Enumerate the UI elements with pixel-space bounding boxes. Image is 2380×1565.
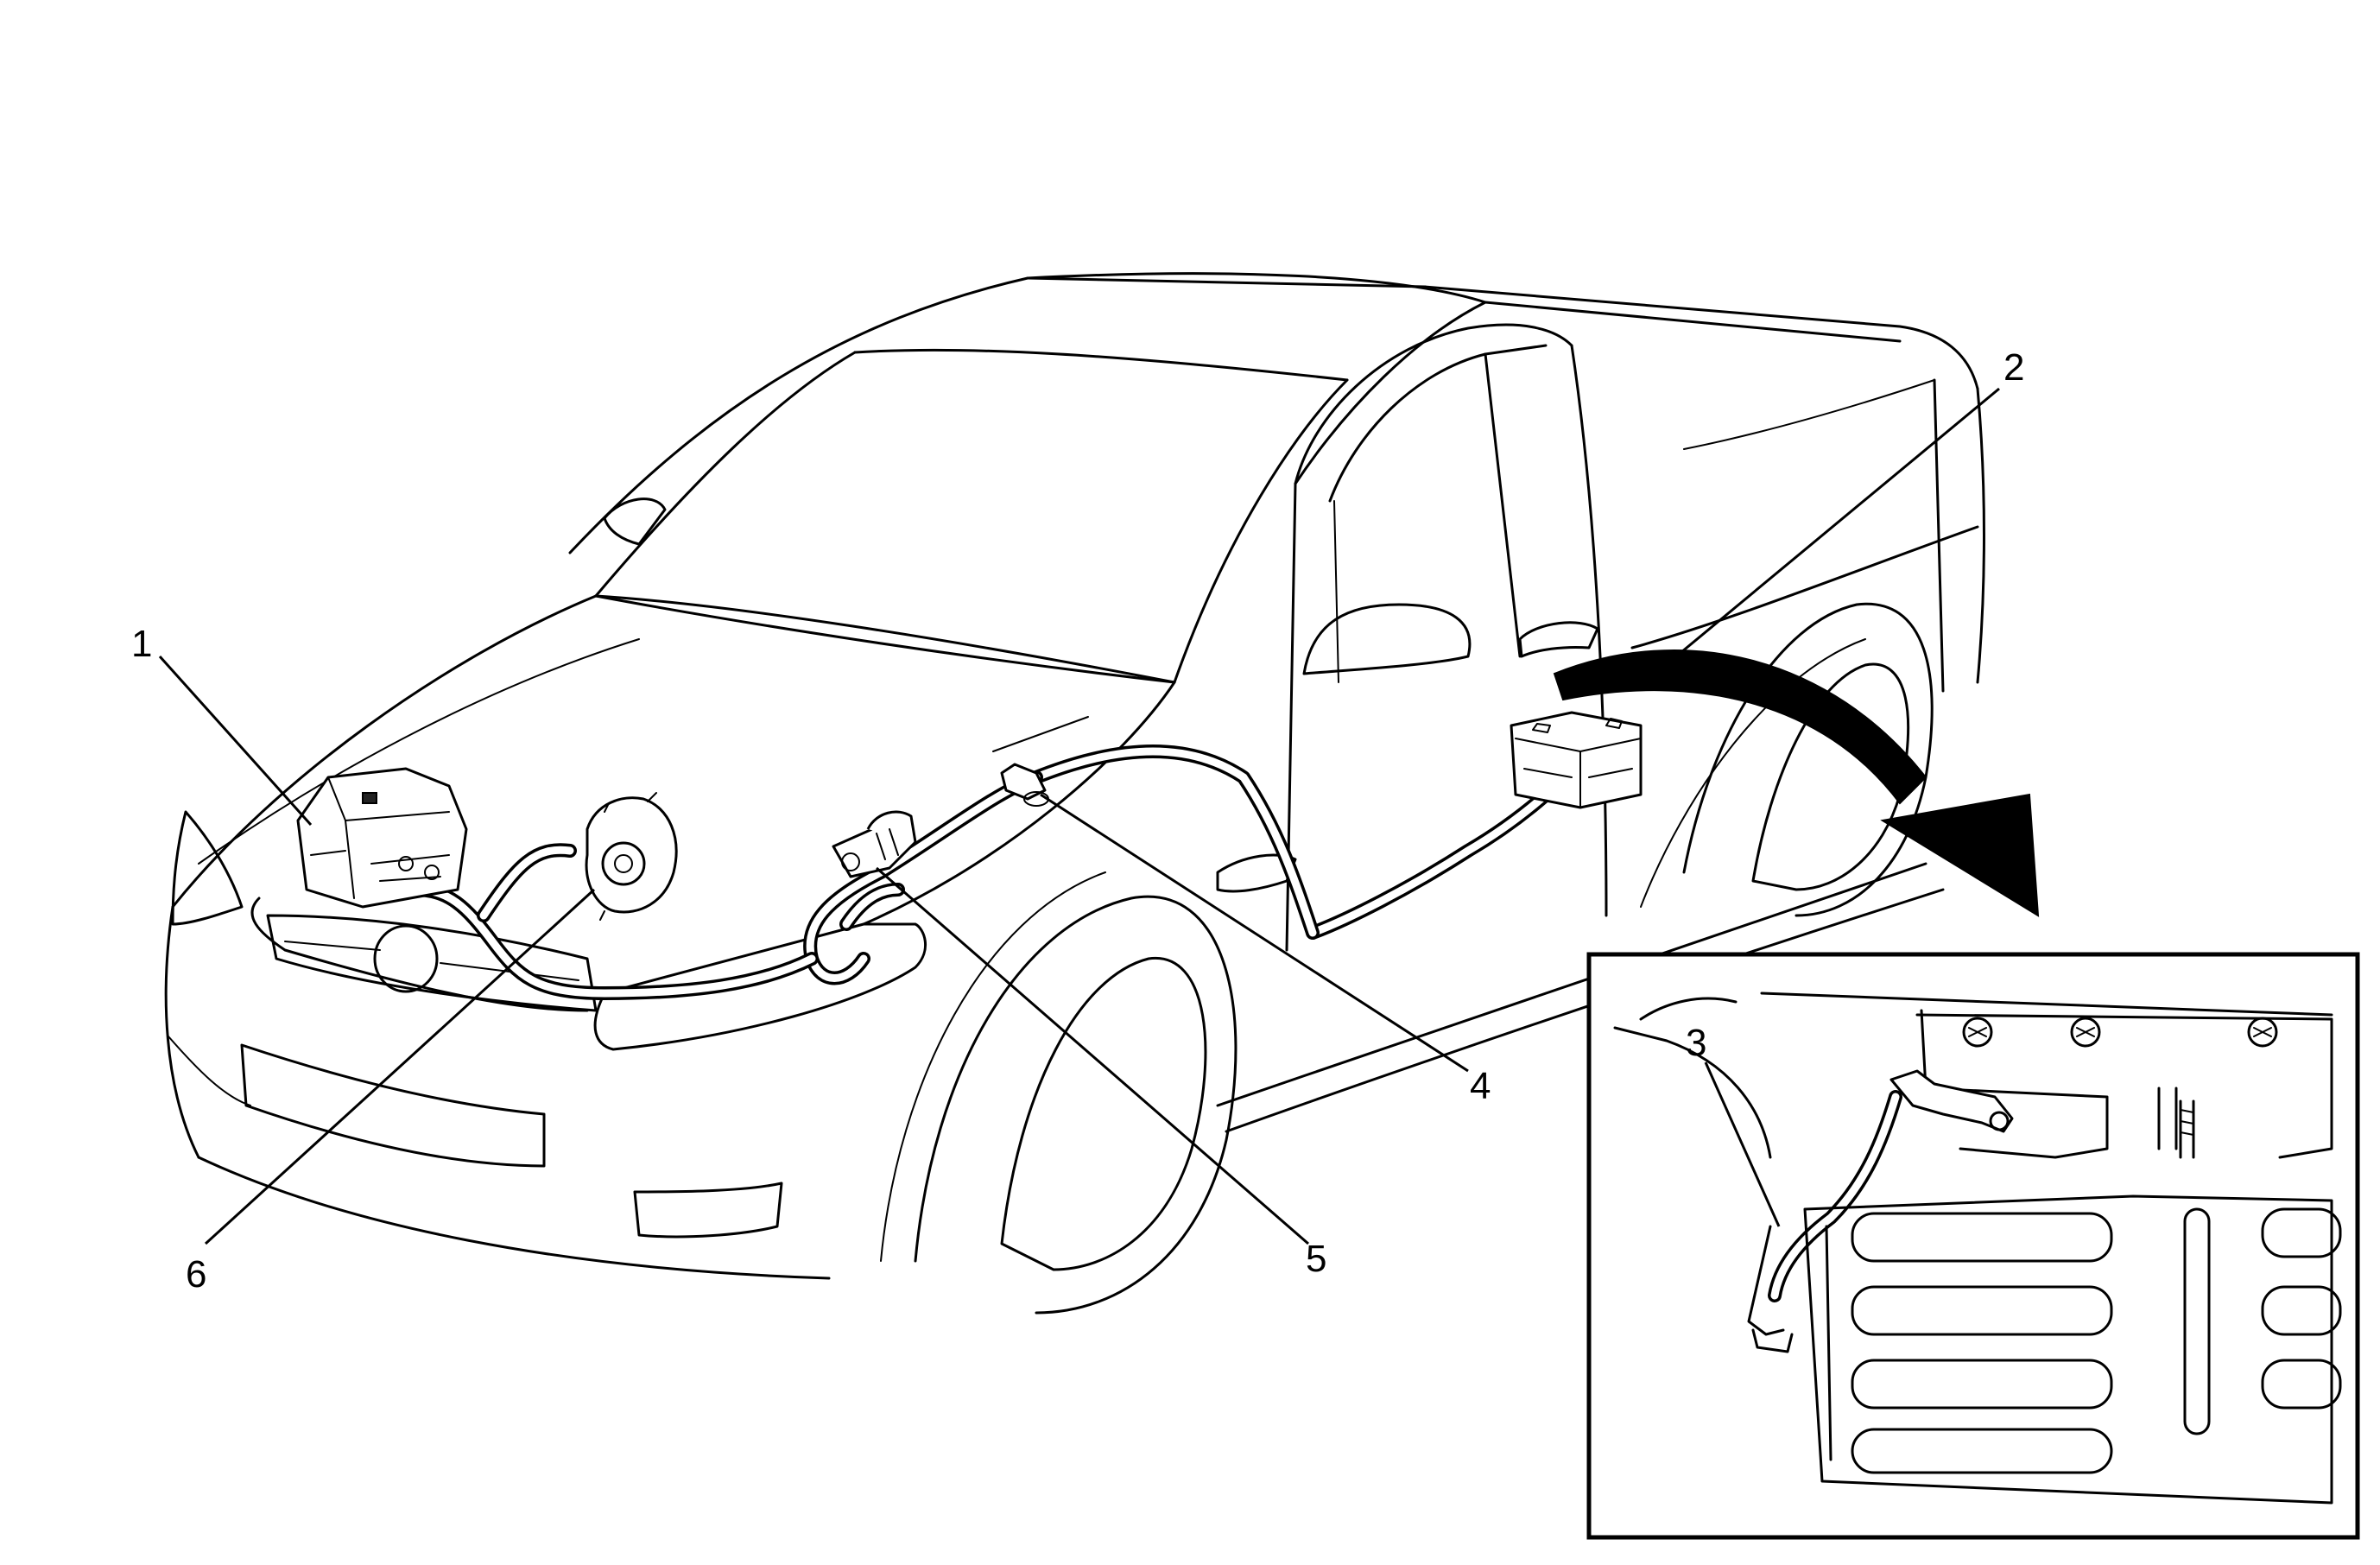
leader-1 (158, 655, 313, 827)
tray-screw-icon (2070, 1017, 2101, 1048)
leader-3 (1704, 1061, 1781, 1227)
battery (1510, 711, 1643, 809)
detail-inset (1586, 952, 2360, 1540)
callout-3: 3 (1686, 1022, 1706, 1064)
callout-1: 1 (131, 623, 152, 665)
generator (585, 792, 678, 921)
tray-screw-icon (2247, 1017, 2278, 1048)
starter (832, 810, 917, 878)
tray-screw-icon (1962, 1017, 1993, 1048)
leader-6 (204, 888, 596, 1245)
leader-lines (158, 387, 2000, 1245)
callout-6: 6 (186, 1253, 206, 1296)
callout-5: 5 (1306, 1238, 1326, 1280)
callout-4: 4 (1470, 1065, 1491, 1107)
callout-2: 2 (2003, 346, 2024, 389)
detail-arrow (1553, 649, 2040, 917)
leader-5 (876, 866, 1309, 1245)
leader-4 (1040, 793, 1469, 1073)
underhood-fuse-block (296, 767, 468, 909)
leader-2 (1670, 387, 2000, 662)
